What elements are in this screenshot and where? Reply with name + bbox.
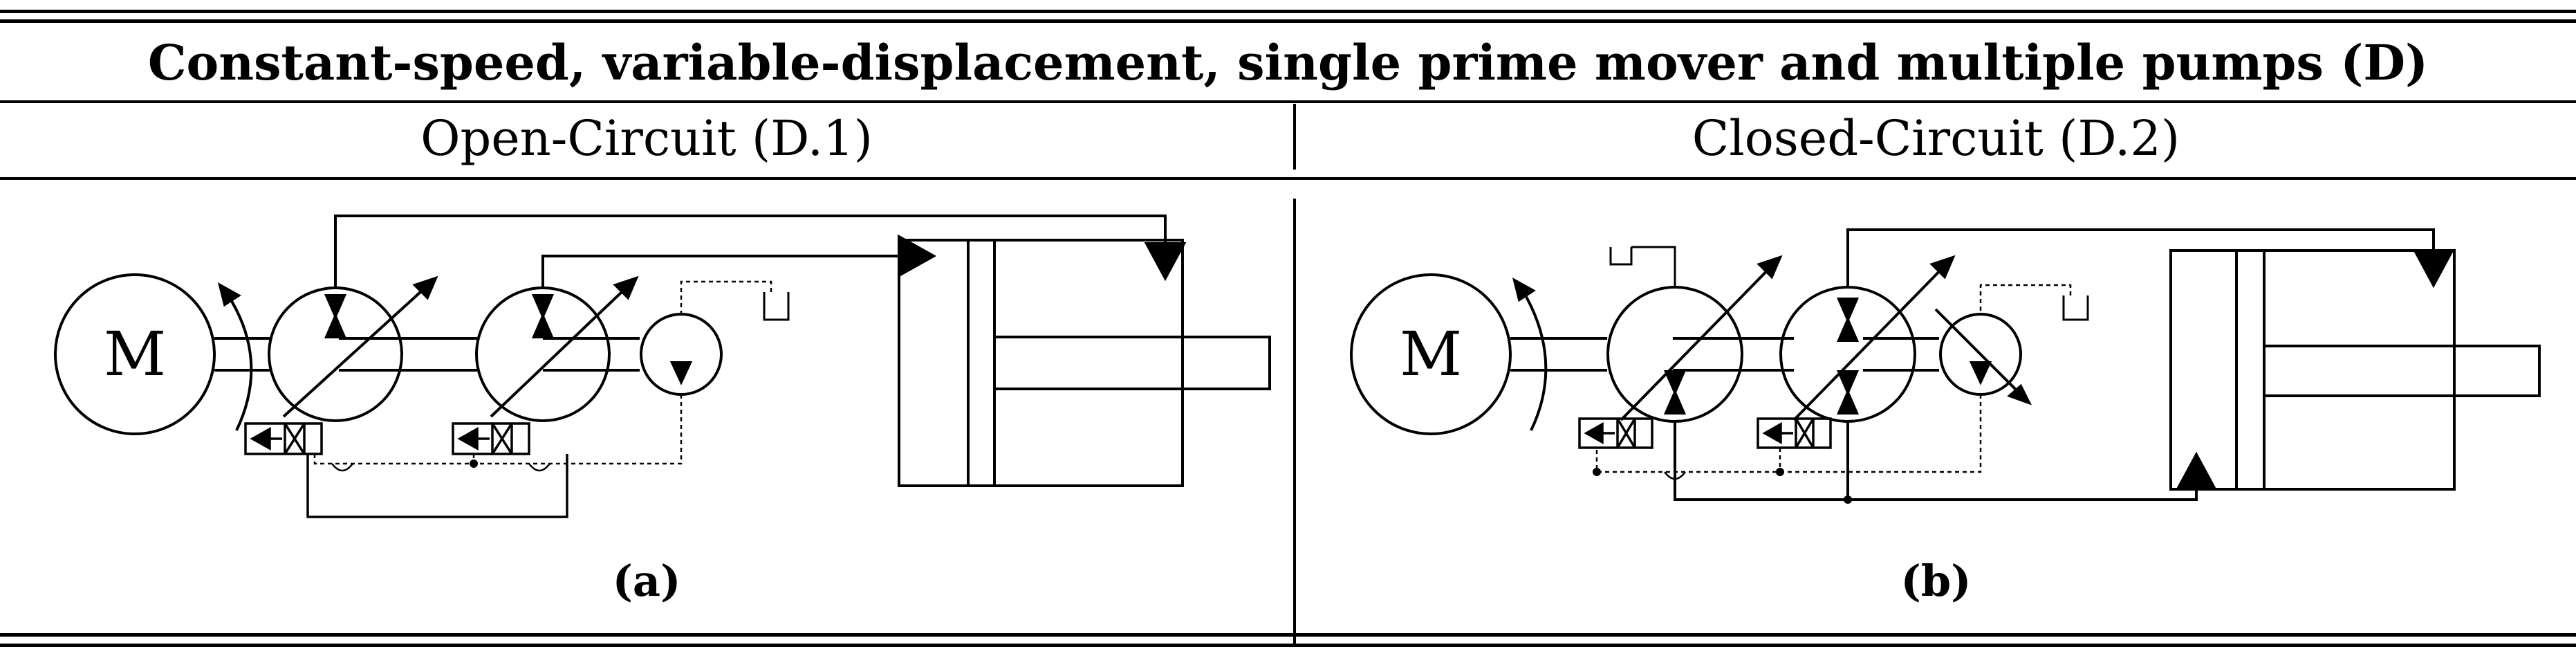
pilot-lines: [1595, 284, 2072, 473]
tank-symbol-1: [1609, 247, 1633, 266]
control-valve-1: [1578, 417, 1653, 449]
pilot-junction-1: [1593, 468, 1601, 476]
open-circuit-schematic: M: [54, 215, 1271, 518]
bottom-rule-2: [0, 644, 2576, 647]
tank-symbol: [763, 292, 790, 321]
hydraulic-cylinder: [898, 239, 1271, 487]
pilot-junction: [470, 459, 478, 468]
top-rule-2: [0, 19, 2576, 23]
pump-2-pressure-line: [1846, 228, 2435, 287]
control-valve-2: [452, 422, 530, 455]
cylinder-cap-port-arrow: [898, 234, 937, 278]
motor-circle: [1350, 273, 1512, 435]
charge-pump: [640, 313, 723, 396]
title-rule: [0, 100, 2576, 103]
drive-shafts: [1510, 337, 1939, 372]
caption-b: (b): [1900, 556, 1972, 606]
pump-2-pressure-line: [541, 255, 899, 289]
figure-title: Constant-speed, variable-displacement, s…: [147, 34, 2429, 91]
top-rule-1: [0, 10, 2576, 13]
motor-circle: [54, 273, 216, 435]
cylinder-rod-port-arrow: [2412, 249, 2455, 289]
pilot-junction-2: [1776, 468, 1784, 476]
caption-a: (a): [612, 556, 681, 606]
case-drain-line: [306, 454, 568, 518]
body-column-divider: [1293, 199, 1296, 644]
pump-1-pressure-line: [334, 215, 1167, 289]
rotation-arrow-icon: [227, 294, 253, 431]
control-valve-2: [1757, 417, 1832, 449]
line-crossover-1: [331, 463, 353, 472]
rotation-arrow-icon: [1521, 289, 1548, 431]
drive-shafts: [214, 337, 640, 372]
column-heading-closed-circuit: Closed-Circuit (D.2): [1692, 110, 2180, 167]
return-line: [1674, 420, 2198, 501]
variable-pump-1: [268, 275, 438, 422]
bottom-rule-1: [0, 633, 2576, 637]
column-heading-open-circuit: Open-Circuit (D.1): [420, 110, 873, 167]
tank-symbol-2: [2062, 295, 2089, 321]
header-rule: [0, 177, 2576, 180]
header-column-divider: [1293, 104, 1296, 170]
cylinder-rod-port-arrow: [1144, 242, 1187, 282]
rotation-arrow-head: [1512, 277, 1536, 302]
motor-label: M: [104, 318, 166, 390]
motor-label: M: [1400, 318, 1462, 390]
variable-pump-2: [475, 275, 639, 422]
control-valve-1: [244, 422, 323, 455]
line-crossover: [1664, 471, 1686, 480]
charge-pump: [1934, 308, 2032, 406]
closed-circuit-schematic: M: [1350, 228, 2541, 504]
rotation-arrow-head: [217, 282, 241, 307]
cylinder-cap-port-arrow: [2175, 451, 2218, 491]
pump-1-drain-line: [1631, 246, 1676, 287]
hydraulic-cylinder: [2169, 249, 2541, 491]
line-crossover-2: [528, 463, 550, 472]
